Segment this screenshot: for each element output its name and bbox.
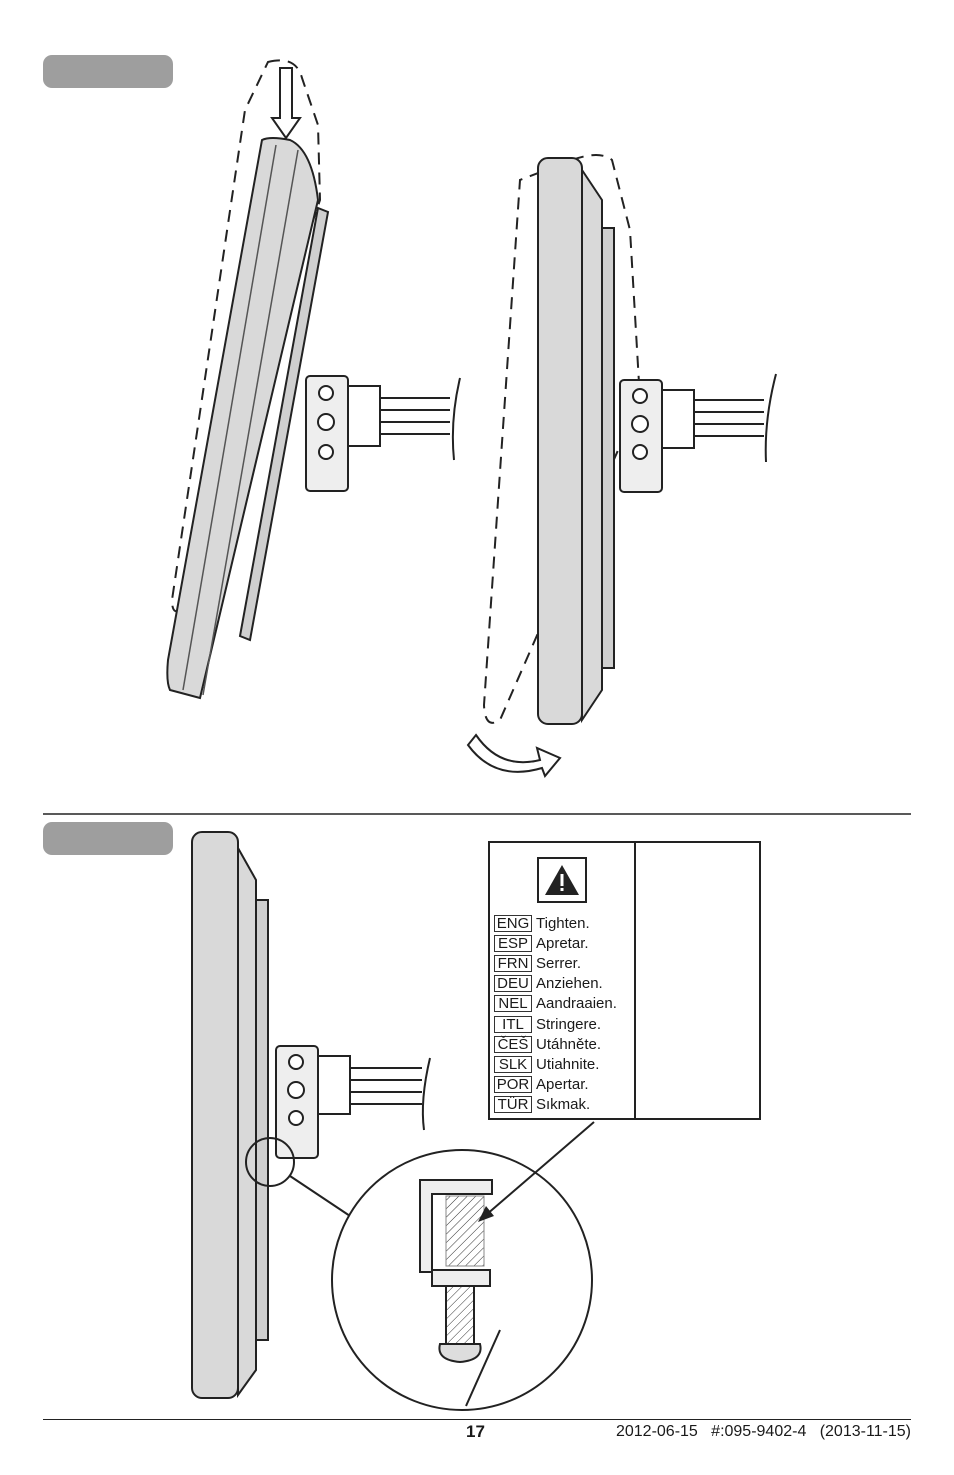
language-instruction: Sıkmak. [536,1096,591,1114]
language-code: ITL [494,1015,532,1033]
tv-mounted-step2 [191,831,269,1399]
tv-tilted-left [166,59,330,700]
language-row: POR Apertar. [494,1075,617,1095]
document-info: 2012-06-15 #:095-9402-4 (2013-11-15) [615,1423,911,1440]
wall-bracket-3 [275,1045,431,1159]
tighten-warning-box: ENG Tighten. ESP Apretar. FRN Serrer. DE… [488,841,761,1120]
detail-zoom-circle [331,1149,593,1411]
detail-callout-small [245,1137,295,1187]
language-code: ČEŠ [494,1035,532,1053]
language-row: TÜR Sıkmak. [494,1095,617,1115]
footer-rule [43,1419,911,1420]
language-code: TÜR [494,1096,532,1114]
language-row: FRN Serrer. [494,953,617,973]
language-instruction: Apertar. [536,1076,589,1094]
language-code: DEU [494,975,532,993]
language-list: ENG Tighten. ESP Apretar. FRN Serrer. DE… [494,913,617,1115]
warning-text-panel: ENG Tighten. ESP Apretar. FRN Serrer. DE… [490,843,636,1118]
tv-vertical-right [482,154,642,725]
language-instruction: Tighten. [536,914,590,932]
step-badge-2 [43,822,173,855]
language-code: SLK [494,1055,532,1073]
step-badge-1 [43,55,173,88]
language-code: FRN [494,954,532,972]
language-row: DEU Anziehen. [494,974,617,994]
language-row: ITL Stringere. [494,1014,617,1034]
rotate-arrow-icon [466,733,562,778]
language-instruction: Anziehen. [536,975,603,993]
language-instruction: Apretar. [536,934,589,952]
language-code: POR [494,1076,532,1094]
wall-bracket-1 [305,375,461,492]
language-row: ESP Apretar. [494,933,617,953]
language-instruction: Utáhněte. [536,1035,602,1053]
language-code: ESP [494,934,532,952]
language-code: NEL [494,995,532,1013]
language-instruction: Stringere. [536,1015,602,1033]
warning-triangle-icon [537,857,587,903]
language-row: SLK Utiahnite. [494,1054,617,1074]
language-instruction: Aandraaien. [536,995,617,1013]
language-instruction: Serrer. [536,954,582,972]
language-code: ENG [494,914,532,932]
language-instruction: Utiahnite. [536,1055,600,1073]
wall-bracket-2 [619,373,777,493]
language-row: ENG Tighten. [494,913,617,933]
down-arrow-icon [270,67,302,140]
language-row: ČEŠ Utáhněte. [494,1034,617,1054]
language-row: NEL Aandraaien. [494,994,617,1014]
page-number: 17 [466,1422,485,1441]
